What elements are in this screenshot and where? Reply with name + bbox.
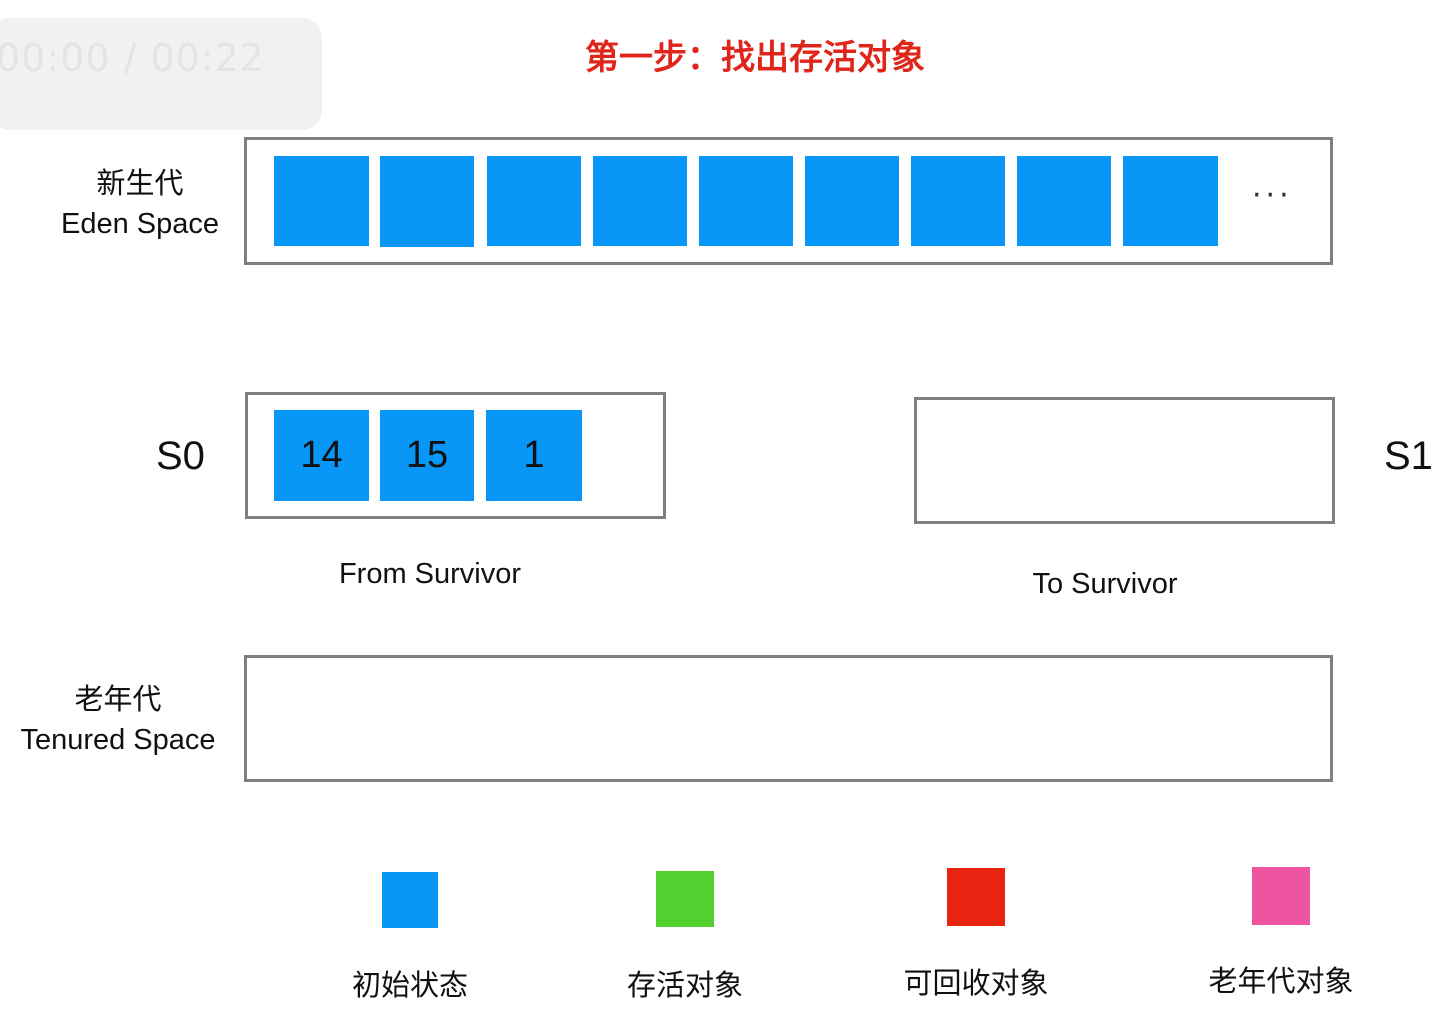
eden-object-block xyxy=(911,156,1005,246)
legend-label-old-gen: 老年代对象 xyxy=(1208,964,1354,998)
tenured-label-en: Tenured Space xyxy=(20,724,216,756)
eden-label: 新生代 Eden Space xyxy=(40,164,240,244)
legend-swatch-initial xyxy=(382,872,438,928)
s0-label: S0 xyxy=(156,434,205,478)
tenured-label: 老年代 Tenured Space xyxy=(4,680,232,760)
legend-swatch-old-gen xyxy=(1252,867,1310,925)
legend-label-reclaimable: 可回收对象 xyxy=(903,966,1049,1000)
tenured-label-cn: 老年代 xyxy=(74,684,162,716)
eden-label-cn: 新生代 xyxy=(96,168,184,200)
video-time-overlay xyxy=(0,18,322,130)
eden-object-block xyxy=(1123,156,1218,246)
s1-to-survivor-box xyxy=(914,397,1335,524)
eden-object-block xyxy=(274,156,369,246)
eden-object-block xyxy=(1017,156,1111,246)
eden-object-block xyxy=(487,156,581,246)
legend-label-initial: 初始状态 xyxy=(351,968,468,1002)
step-title: 第一步：找出存活对象 xyxy=(585,38,925,78)
s0-object-block: 14 xyxy=(274,410,369,501)
eden-object-block xyxy=(380,156,474,247)
s0-object-block: 1 xyxy=(486,410,582,501)
legend-swatch-reclaimable xyxy=(947,868,1005,926)
eden-object-block xyxy=(699,156,793,246)
tenured-space-box xyxy=(244,655,1333,782)
legend-swatch-alive xyxy=(656,871,714,927)
legend-label-alive: 存活对象 xyxy=(626,968,743,1002)
s1-label: S1 xyxy=(1384,434,1433,478)
s0-object-block: 15 xyxy=(380,410,474,501)
from-survivor-caption: From Survivor xyxy=(338,558,522,590)
eden-label-en: Eden Space xyxy=(60,208,219,240)
eden-more-ellipsis: ··· xyxy=(1252,178,1293,213)
eden-object-block xyxy=(805,156,899,246)
to-survivor-caption: To Survivor xyxy=(1032,568,1178,600)
video-time-readout: 00:00 / 00:22 xyxy=(0,36,265,80)
eden-object-block xyxy=(593,156,687,246)
